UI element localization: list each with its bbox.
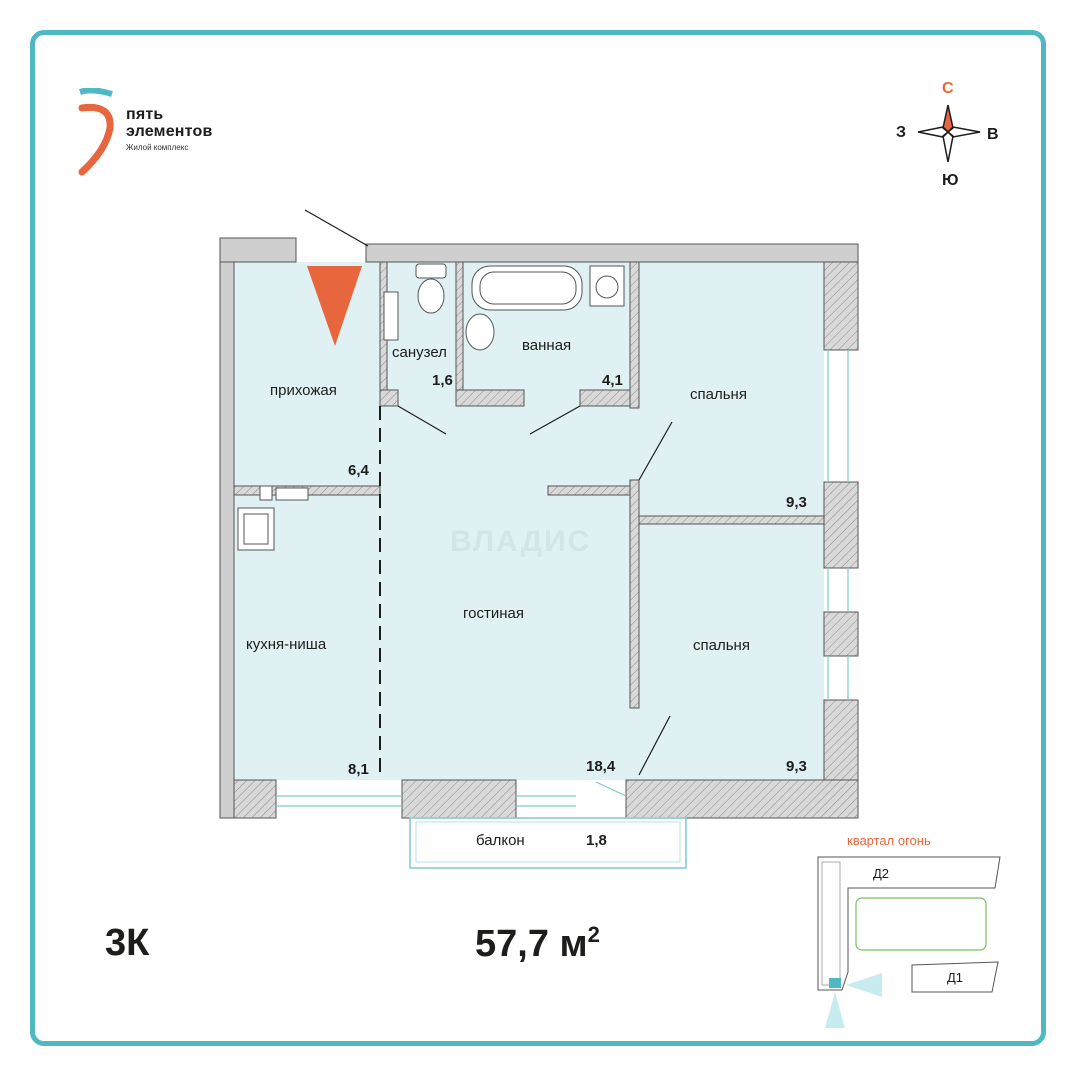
room-area-wc: 1,6	[432, 372, 453, 389]
bath-door	[529, 405, 581, 435]
brand-subtitle: Жилой комплекс	[126, 143, 189, 152]
compass-east: В	[987, 126, 999, 143]
room-area-kitchen: 8,1	[348, 761, 369, 778]
minimap-apartment-marker	[829, 978, 841, 988]
entrance-arrow-icon	[307, 266, 362, 346]
watermark: ВЛАДИС	[450, 525, 592, 558]
wall-bottom-mid	[401, 779, 517, 819]
room-label-bed1: спальня	[690, 386, 747, 403]
wall-bath-bed1	[629, 261, 640, 409]
minimap-title: квартал огонь	[847, 833, 931, 848]
wall-bottom-left	[233, 779, 277, 819]
compass-rose-icon	[917, 104, 981, 163]
compass-west: З	[896, 124, 907, 141]
room-area-balcony: 1,8	[586, 832, 607, 849]
brand-logo-icon	[78, 88, 114, 176]
wall-right-2	[823, 481, 859, 569]
wall-bath-bottom-left	[455, 389, 525, 407]
block-minimap	[817, 856, 1001, 1028]
room-label-wc: санузел	[392, 344, 447, 361]
room-label-bed2: спальня	[693, 637, 750, 654]
balcony-outline	[409, 817, 687, 869]
toilet-icon	[417, 278, 445, 314]
toilet-tank-icon	[415, 263, 447, 279]
balcony-door	[595, 781, 627, 797]
plan-frame	[30, 30, 1046, 1046]
compass-north: С	[942, 80, 954, 97]
wall-living-top	[547, 485, 639, 496]
kitchen-counter-icon	[275, 487, 309, 501]
room-label-bath: ванная	[522, 337, 572, 354]
wall-bed1-bed2	[638, 515, 825, 525]
room-label-living: гостиная	[463, 605, 524, 622]
kitchen-cabinet-icon	[259, 485, 273, 501]
wall-right-3	[823, 611, 859, 657]
room-label-kitchen: кухня-ниша	[246, 636, 327, 653]
minimap-block-d1: Д1	[947, 970, 964, 985]
bathtub-icon	[471, 265, 583, 311]
bed2-door	[638, 715, 671, 776]
wall-top-left	[219, 237, 297, 263]
wall-top	[365, 243, 859, 263]
minimap-block-d2: Д2	[873, 866, 890, 881]
compass-south: Ю	[942, 172, 959, 189]
wc-door	[397, 405, 447, 435]
apartment-type: 3К	[105, 922, 150, 964]
wall-bath-bottom-right	[579, 389, 631, 407]
wall-wc-bottom	[379, 389, 399, 407]
wall-wc-bath	[455, 261, 464, 391]
bed1-door	[638, 421, 673, 481]
minimap-view-arrow-icon	[846, 973, 882, 997]
wall-bottom-right	[625, 779, 859, 819]
room-area-bath: 4,1	[602, 372, 623, 389]
room-label-hall: прихожая	[270, 382, 337, 399]
wc-shelf-icon	[383, 291, 399, 341]
brand-name: пять элементов	[126, 106, 213, 140]
bath-sink-icon	[465, 313, 495, 351]
wall-left	[219, 237, 235, 819]
compass: С Ю З В	[890, 80, 1010, 195]
wall-right-1	[823, 261, 859, 351]
room-area-bed2: 9,3	[786, 758, 807, 775]
minimap-entry-arrow-icon	[825, 992, 845, 1028]
room-area-living: 18,4	[586, 758, 616, 775]
apartment-total-area: 57,7 м2	[475, 922, 600, 965]
wall-living-bedrooms	[629, 479, 640, 709]
room-area-hall: 6,4	[348, 462, 369, 479]
brand-logo: пять элементов Жилой комплекс	[78, 88, 278, 178]
room-label-balcony: балкон	[476, 832, 525, 849]
room-area-bed1: 9,3	[786, 494, 807, 511]
entry-door	[304, 209, 369, 247]
